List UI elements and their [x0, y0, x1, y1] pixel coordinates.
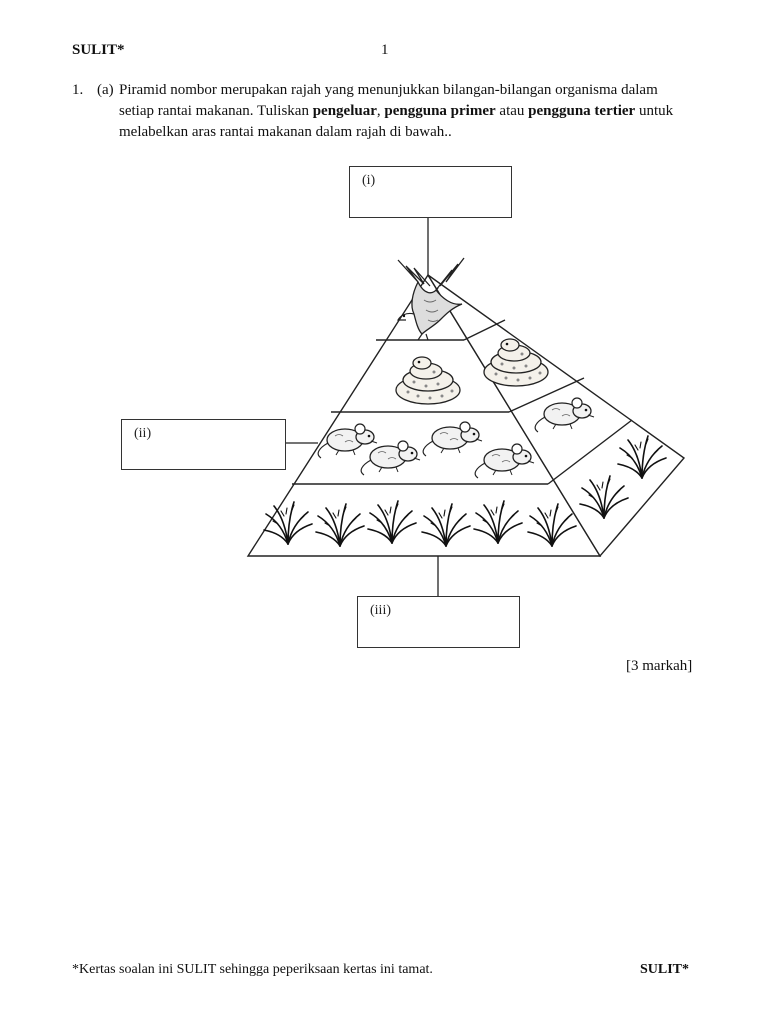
- question-part: (a): [97, 82, 114, 98]
- pyramid-diagram: [246, 216, 686, 596]
- eagle-icon: [397, 257, 465, 341]
- answer-box-iii-label: (iii): [370, 603, 391, 618]
- term-producer: pengeluar: [312, 103, 377, 119]
- answer-box-ii-label: (ii): [134, 426, 152, 441]
- header-left: SULIT*: [72, 42, 125, 58]
- question-line-3: melabelkan aras rantai makanan dalam raj…: [119, 124, 452, 140]
- answer-box-iii[interactable]: (iii): [357, 596, 520, 648]
- answer-box-i[interactable]: (i): [349, 166, 512, 218]
- page-number: 1: [381, 42, 389, 58]
- footer-note: *Kertas soalan ini SULIT sehingga peperi…: [72, 962, 433, 977]
- pyramid-svg: [246, 216, 686, 596]
- term-tertiary-consumer: pengguna tertier: [528, 103, 636, 119]
- question-line-2: setiap rantai makanan. Tuliskan pengelua…: [119, 103, 674, 119]
- marks-label: [3 markah]: [626, 658, 693, 674]
- term-primary-consumer: pengguna primer: [384, 103, 496, 119]
- answer-box-i-label: (i): [362, 173, 376, 188]
- question-number: 1.: [72, 82, 84, 98]
- answer-box-ii[interactable]: (ii): [121, 419, 286, 470]
- question-line-1: Piramid nombor merupakan rajah yang menu…: [119, 82, 658, 98]
- footer-right: SULIT*: [640, 962, 690, 977]
